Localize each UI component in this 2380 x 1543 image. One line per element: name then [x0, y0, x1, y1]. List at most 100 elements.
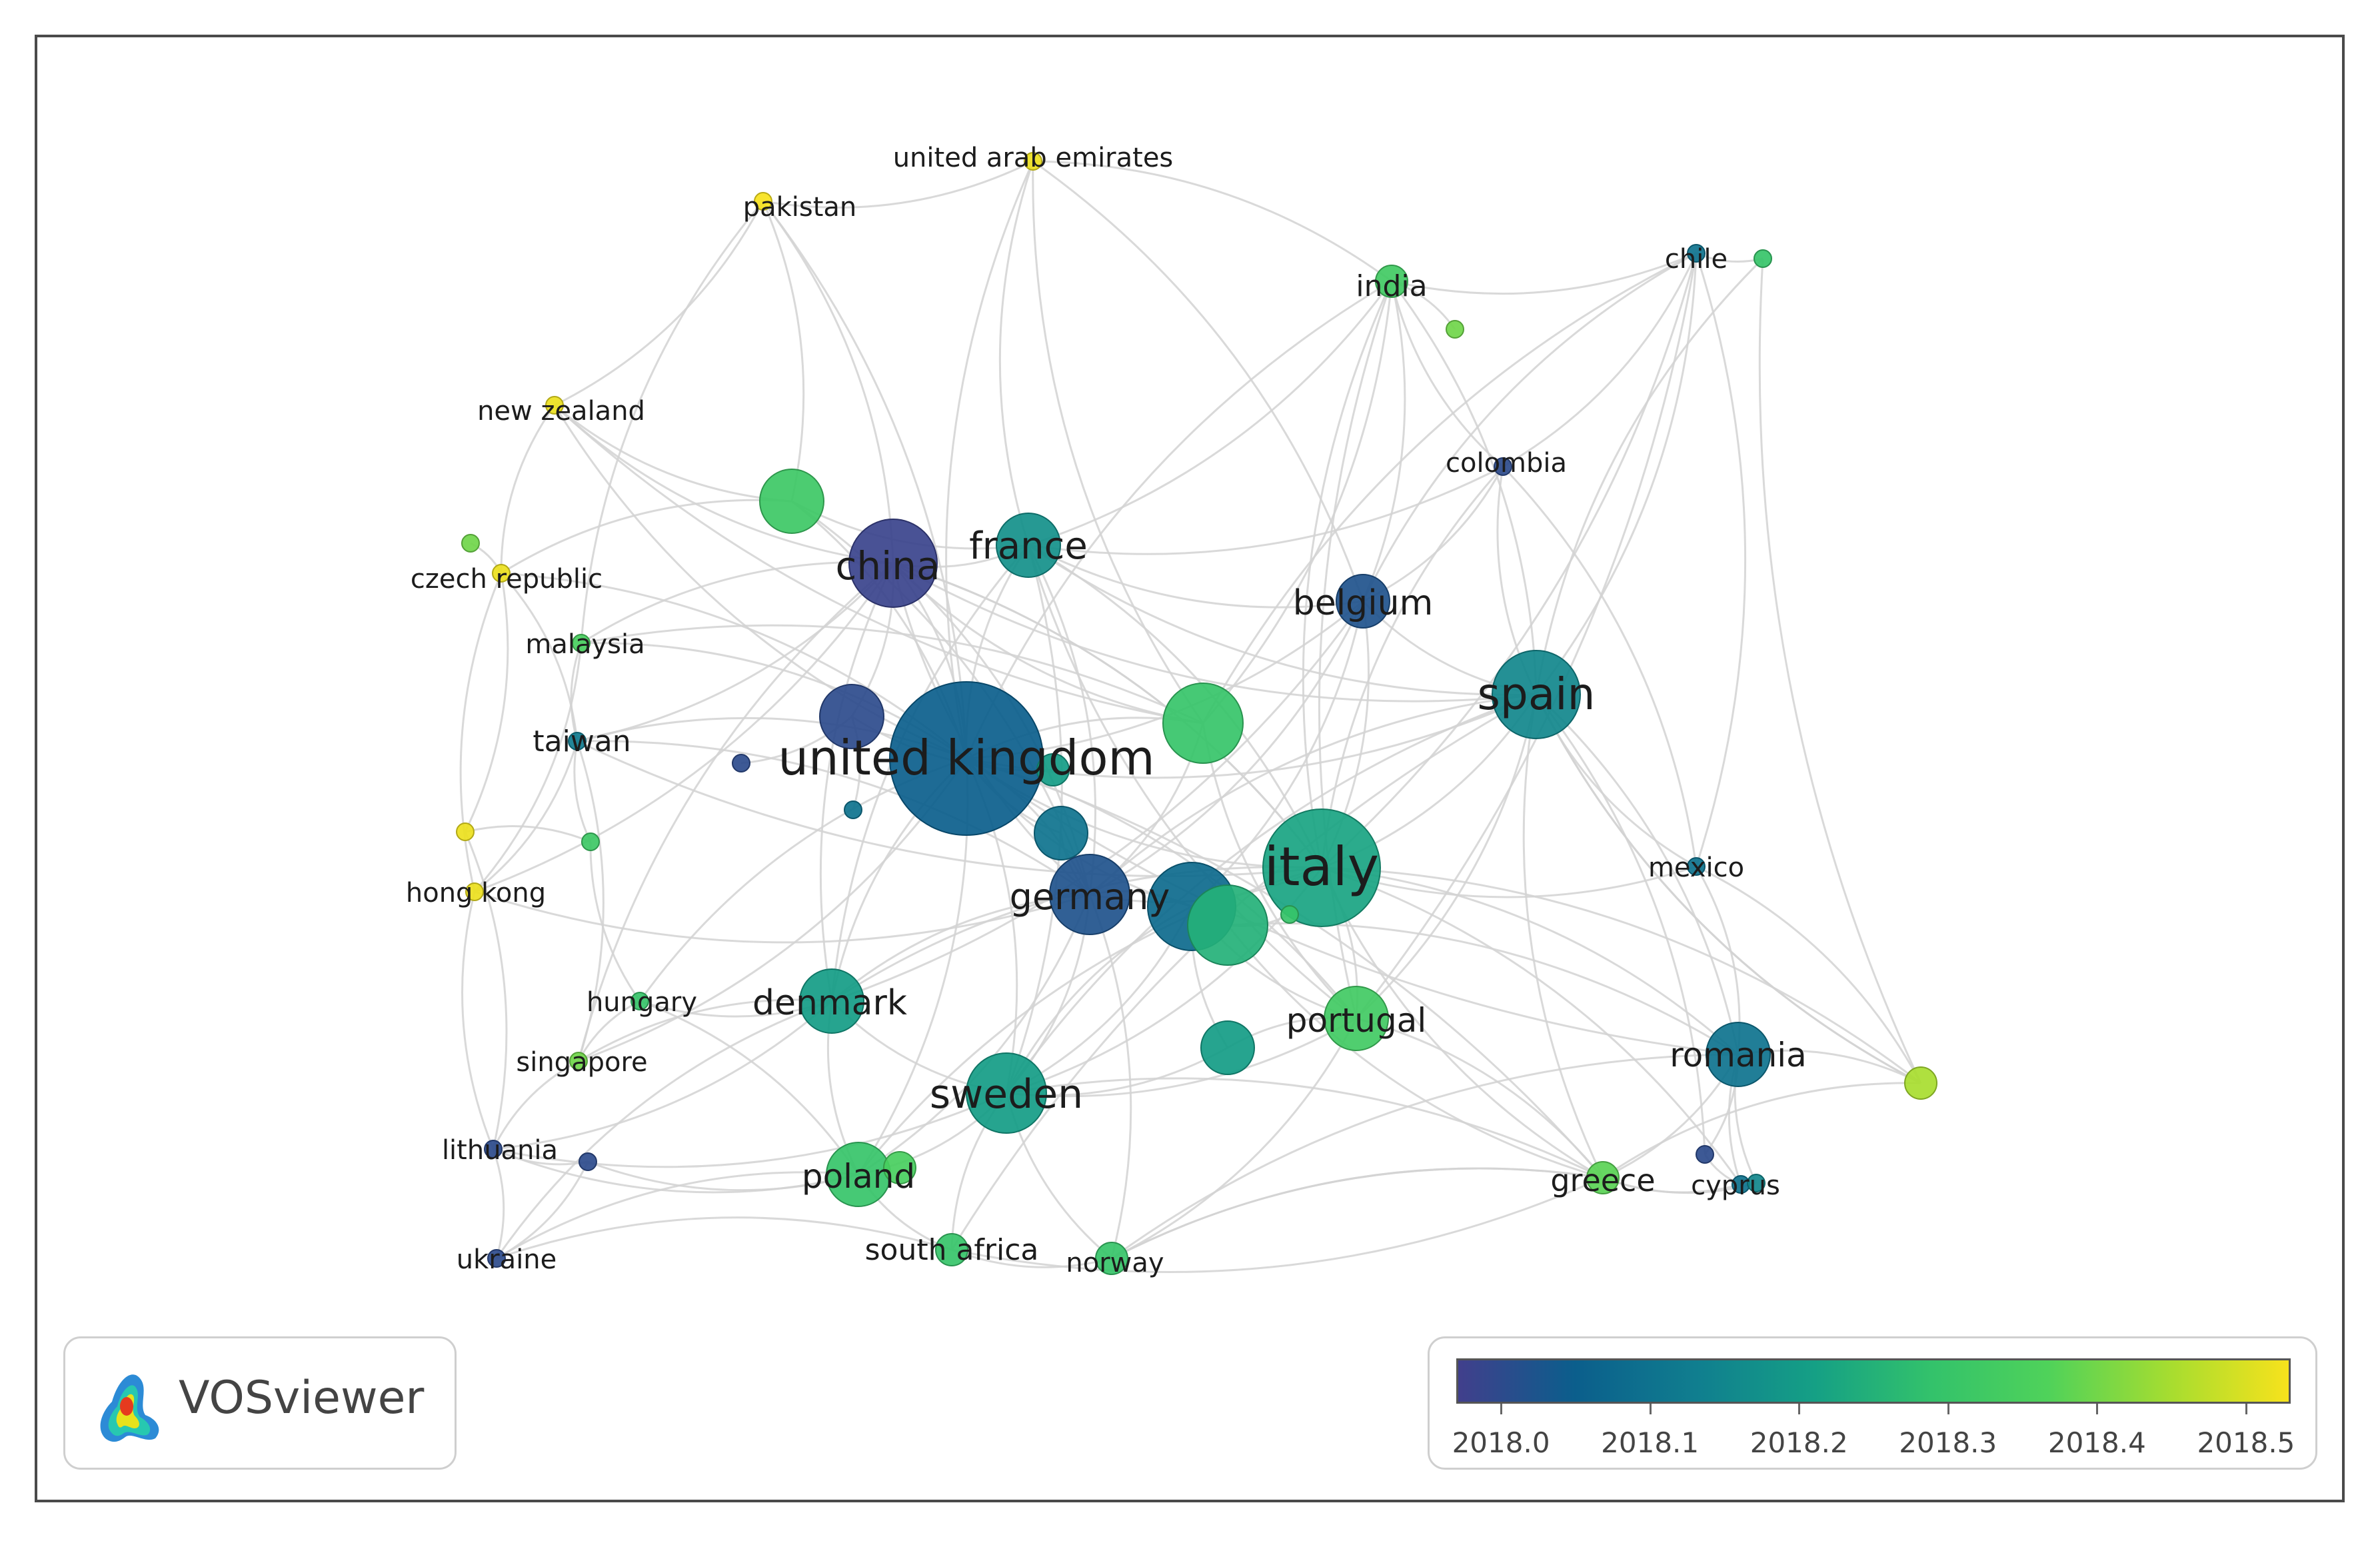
node-label-norway: norway — [1066, 1248, 1164, 1278]
node-denmark[interactable] — [799, 968, 864, 1034]
color-scale-tick-label: 2018.3 — [1899, 1426, 1997, 1459]
node-x3[interactable] — [844, 800, 862, 819]
node-czech-b[interactable] — [461, 534, 480, 553]
color-scale-tick-label: 2018.1 — [1601, 1426, 1700, 1459]
network-edge — [493, 1000, 832, 1150]
node-x1[interactable] — [732, 754, 750, 772]
node-x2[interactable] — [1036, 753, 1070, 786]
node-x4[interactable] — [1034, 806, 1088, 860]
node-label-mexico: mexico — [1648, 852, 1744, 883]
node-italy[interactable] — [1262, 808, 1381, 927]
node-spain[interactable] — [1492, 650, 1581, 739]
color-scale-tick-mark — [2245, 1404, 2247, 1414]
vosviewer-logo-icon — [100, 1374, 159, 1442]
network-edge — [1027, 545, 1096, 895]
node-label-spain: spain — [1478, 669, 1596, 720]
node-south-africa[interactable] — [935, 1233, 968, 1266]
network-edge — [1502, 253, 1698, 468]
brand-name: VOSviewer — [179, 1372, 425, 1424]
network-edge — [1535, 694, 1706, 1155]
node-chile[interactable] — [1687, 244, 1706, 263]
node-poland-b[interactable] — [883, 1151, 916, 1184]
node-label-lithuania: lithuania — [442, 1135, 558, 1166]
color-scale-tick-mark — [2096, 1404, 2099, 1414]
node-france[interactable] — [996, 513, 1061, 578]
network-nodes — [456, 152, 1937, 1275]
node-greece[interactable] — [1586, 1161, 1620, 1194]
network-edge — [1111, 1018, 1358, 1260]
network-edge — [554, 201, 764, 407]
node-china[interactable] — [848, 519, 938, 608]
node-x9[interactable] — [1200, 1020, 1255, 1075]
node-lithuania[interactable] — [484, 1140, 503, 1158]
node-belgium[interactable] — [1336, 574, 1390, 629]
node-chile-b[interactable] — [1754, 249, 1772, 268]
network-edge — [965, 280, 1392, 759]
node-norway[interactable] — [1095, 1242, 1128, 1275]
network-edge — [500, 572, 579, 742]
network-edge — [1088, 894, 1132, 1259]
network-edge — [1005, 693, 1537, 1094]
node-mexico[interactable] — [1687, 857, 1706, 876]
network-edge — [1356, 1017, 1604, 1178]
network-edge — [1111, 1167, 1604, 1260]
network-edge — [1028, 544, 1537, 696]
node-x11[interactable] — [579, 1152, 597, 1171]
node-x5[interactable] — [456, 822, 475, 841]
color-scale-tick-mark — [1947, 1404, 1949, 1414]
network-edge — [762, 160, 1034, 209]
network-edge — [577, 562, 894, 743]
node-aus[interactable] — [1162, 683, 1244, 764]
network-edge — [474, 741, 579, 893]
node-romania[interactable] — [1706, 1022, 1771, 1087]
node-label-ukraine: ukraine — [457, 1244, 557, 1275]
node-portugal[interactable] — [1324, 986, 1389, 1051]
node-x12[interactable] — [1696, 1145, 1714, 1164]
network-edge — [1362, 252, 1697, 602]
node-sweden[interactable] — [966, 1052, 1047, 1134]
node-x7[interactable] — [1187, 884, 1268, 966]
network-edge — [1602, 1082, 1921, 1179]
network-edge — [1758, 258, 1922, 1084]
node-label-china: china — [835, 543, 940, 589]
network-edge — [464, 573, 509, 832]
node-ukraine[interactable] — [487, 1249, 506, 1268]
network-edge — [1111, 1053, 1739, 1260]
node-x6[interactable] — [581, 832, 600, 851]
node-uae[interactable] — [1024, 152, 1042, 171]
node-czech[interactable] — [492, 564, 511, 583]
node-label-hungary: hungary — [587, 987, 697, 1018]
color-scale-tick-label: 2018.0 — [1452, 1426, 1550, 1459]
node-x8[interactable] — [1280, 905, 1299, 924]
node-new-zealand[interactable] — [545, 396, 564, 415]
node-label-romania: romania — [1670, 1036, 1807, 1074]
node-label-pakistan: pakistan — [743, 192, 857, 223]
network-edge — [1535, 694, 1921, 1084]
node-label-uk: united kingdom — [778, 730, 1154, 786]
node-x13[interactable] — [1747, 1174, 1766, 1192]
node-india[interactable] — [1375, 265, 1408, 298]
network-edge — [892, 562, 1537, 703]
node-pakistan[interactable] — [754, 192, 772, 211]
network-edge — [474, 890, 1090, 944]
node-colombia[interactable] — [1494, 457, 1512, 476]
color-scale-bar — [1456, 1358, 2291, 1404]
node-usa-a[interactable] — [819, 684, 884, 749]
node-label-cyprus: cyprus — [1691, 1170, 1780, 1201]
node-label-poland: poland — [802, 1157, 915, 1196]
node-singapore[interactable] — [569, 1052, 588, 1070]
network-edge — [581, 624, 1204, 725]
node-india-b[interactable] — [1446, 320, 1464, 339]
node-nl[interactable] — [759, 469, 824, 534]
node-x10[interactable] — [1904, 1066, 1937, 1100]
network-edge — [553, 405, 967, 760]
node-germany[interactable] — [1049, 854, 1130, 935]
node-taiwan[interactable] — [568, 732, 587, 751]
node-label-hong-kong: hong kong — [406, 878, 546, 908]
node-hong-kong[interactable] — [465, 882, 484, 901]
node-label-france: france — [969, 525, 1088, 568]
node-hungary[interactable] — [630, 992, 649, 1010]
node-malaysia[interactable] — [572, 634, 591, 653]
network-edge — [573, 741, 592, 842]
figure-frame — [35, 35, 2345, 1502]
